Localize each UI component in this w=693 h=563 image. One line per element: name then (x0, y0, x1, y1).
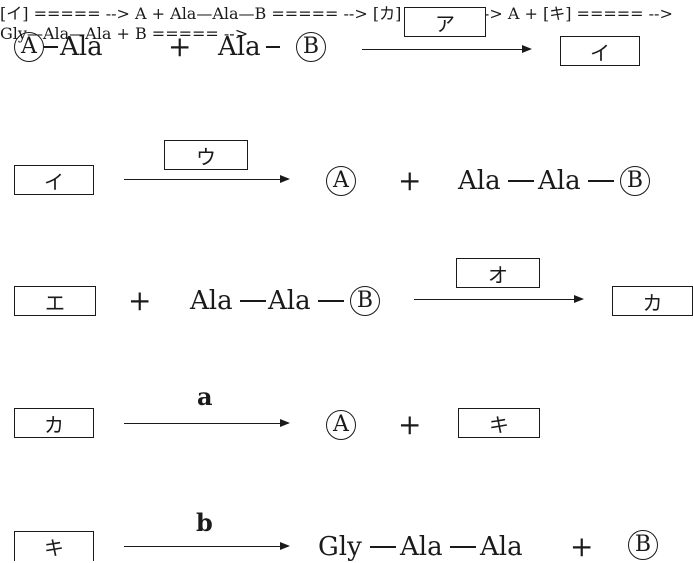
plus-sign: + (398, 408, 422, 441)
bond (44, 46, 58, 48)
bond (318, 300, 344, 302)
ala-label: Ala (538, 166, 581, 196)
plus-sign: + (168, 30, 192, 63)
answer-box-i: イ (14, 165, 94, 195)
circle-B: B (620, 166, 650, 196)
ala-label: Ala (218, 32, 261, 62)
ala-label: Ala (458, 166, 501, 196)
ala-label: Ala (480, 532, 523, 562)
answer-box-i: イ (560, 36, 640, 66)
circle-A: A (326, 410, 356, 440)
bond (240, 300, 266, 302)
reaction-arrow (124, 417, 290, 429)
ala-label: Ala (190, 286, 233, 316)
ala-label: Ala (60, 32, 103, 62)
reaction-arrow (124, 540, 290, 552)
bond (508, 180, 534, 182)
plus-sign: + (398, 164, 422, 197)
plus-sign: + (128, 284, 152, 317)
bond (588, 180, 614, 182)
answer-box-ki: キ (458, 408, 540, 438)
ala-label: Ala (268, 286, 311, 316)
answer-box-ka: カ (612, 286, 693, 316)
circle-A: A (14, 32, 44, 62)
bond (370, 546, 396, 548)
answer-box-o: オ (456, 258, 540, 288)
arrow-label-a: a (197, 382, 213, 411)
reaction-arrow (414, 293, 584, 305)
circle-B: B (296, 32, 326, 62)
reaction-arrow (124, 173, 290, 185)
circle-B: B (628, 530, 658, 560)
reaction-arrow (362, 43, 532, 55)
gly-label: Gly (318, 532, 362, 562)
circle-B: B (350, 286, 380, 316)
answer-box-a: ア (404, 7, 486, 37)
answer-box-ka: カ (14, 408, 94, 438)
arrow-label-b: b (196, 508, 213, 537)
bond (266, 46, 280, 48)
plus-sign: + (570, 530, 594, 563)
ala-label: Ala (400, 532, 443, 562)
bond (450, 546, 476, 548)
answer-box-e: エ (14, 286, 96, 316)
circle-A: A (326, 166, 356, 196)
answer-box-u: ウ (164, 140, 248, 170)
answer-box-ki: キ (14, 531, 94, 561)
